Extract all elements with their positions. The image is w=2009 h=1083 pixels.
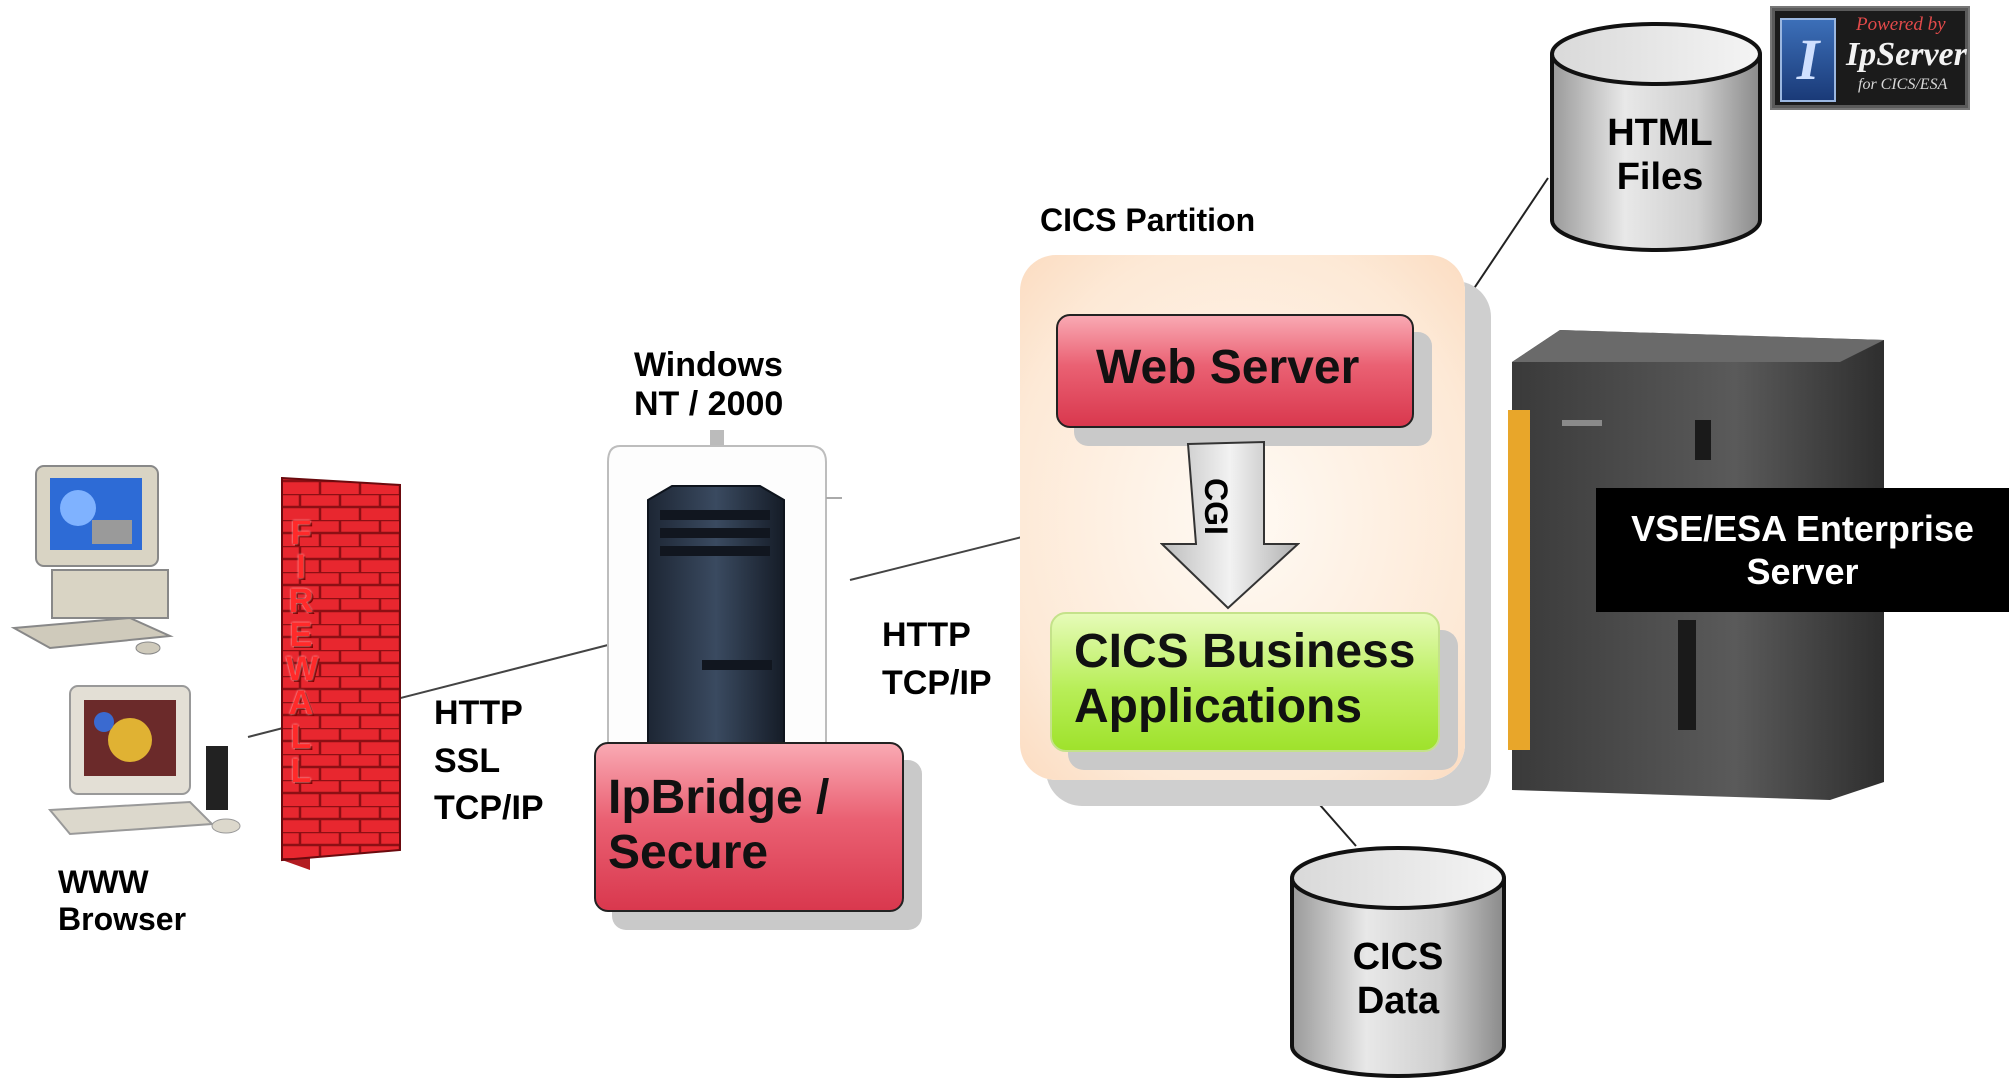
html-files-cylinder — [1550, 22, 1762, 252]
windows-label: Windows NT / 2000 — [634, 346, 784, 424]
firewall-letter: I — [296, 548, 306, 586]
browser-label: WWW Browser — [58, 864, 187, 937]
logo-product: IpServer — [1846, 36, 1967, 73]
ipbridge-box — [594, 742, 904, 912]
firewall-letter: E — [289, 616, 313, 654]
cics-data-label: CICS Data — [1352, 936, 1444, 1022]
web-server-box — [1056, 314, 1414, 428]
logo-letter: I — [1780, 18, 1836, 102]
firewall-icon — [281, 476, 401, 870]
html-files-label: HTML Files — [1607, 112, 1713, 198]
cics-business-apps-label: CICS Business Applications — [1074, 625, 1416, 734]
ipserver-logo: I Powered by IpServer for CICS/ESA — [1770, 6, 1970, 110]
firewall-letter: A — [288, 684, 314, 722]
firewall-letter: R — [288, 582, 314, 620]
protocol-label-bridge-cics: HTTP TCP/IP — [882, 616, 992, 702]
cics-data-cylinder — [1290, 846, 1506, 1078]
windows-server-icon — [607, 430, 842, 749]
firewall-letter: L — [290, 718, 312, 756]
link-bridge-cics — [849, 536, 1023, 581]
logo-subtitle: for CICS/ESA — [1858, 76, 1948, 93]
ipbridge-label: IpBridge / Secure — [608, 771, 830, 880]
browser-computer-icon — [47, 685, 241, 836]
cgi-arrow — [1160, 440, 1300, 610]
firewall-letter: F — [290, 514, 312, 552]
firewall-letter: L — [290, 752, 312, 790]
firewall-letter: W — [286, 650, 319, 688]
vse-server-label: VSE/ESA Enterprise Server — [1596, 488, 2009, 612]
firewall-label: F I R E W A L L — [286, 514, 319, 790]
cics-partition-label: CICS Partition — [1040, 202, 1256, 238]
protocol-label-browser-bridge: HTTP SSL TCP/IP — [434, 694, 544, 828]
cics-business-apps-box — [1050, 612, 1440, 752]
desktop-computer-icon — [10, 465, 174, 655]
cgi-label: CGI — [1198, 478, 1234, 535]
web-server-label: Web Server — [1096, 341, 1360, 394]
logo-powered-by: Powered by — [1856, 14, 1946, 35]
